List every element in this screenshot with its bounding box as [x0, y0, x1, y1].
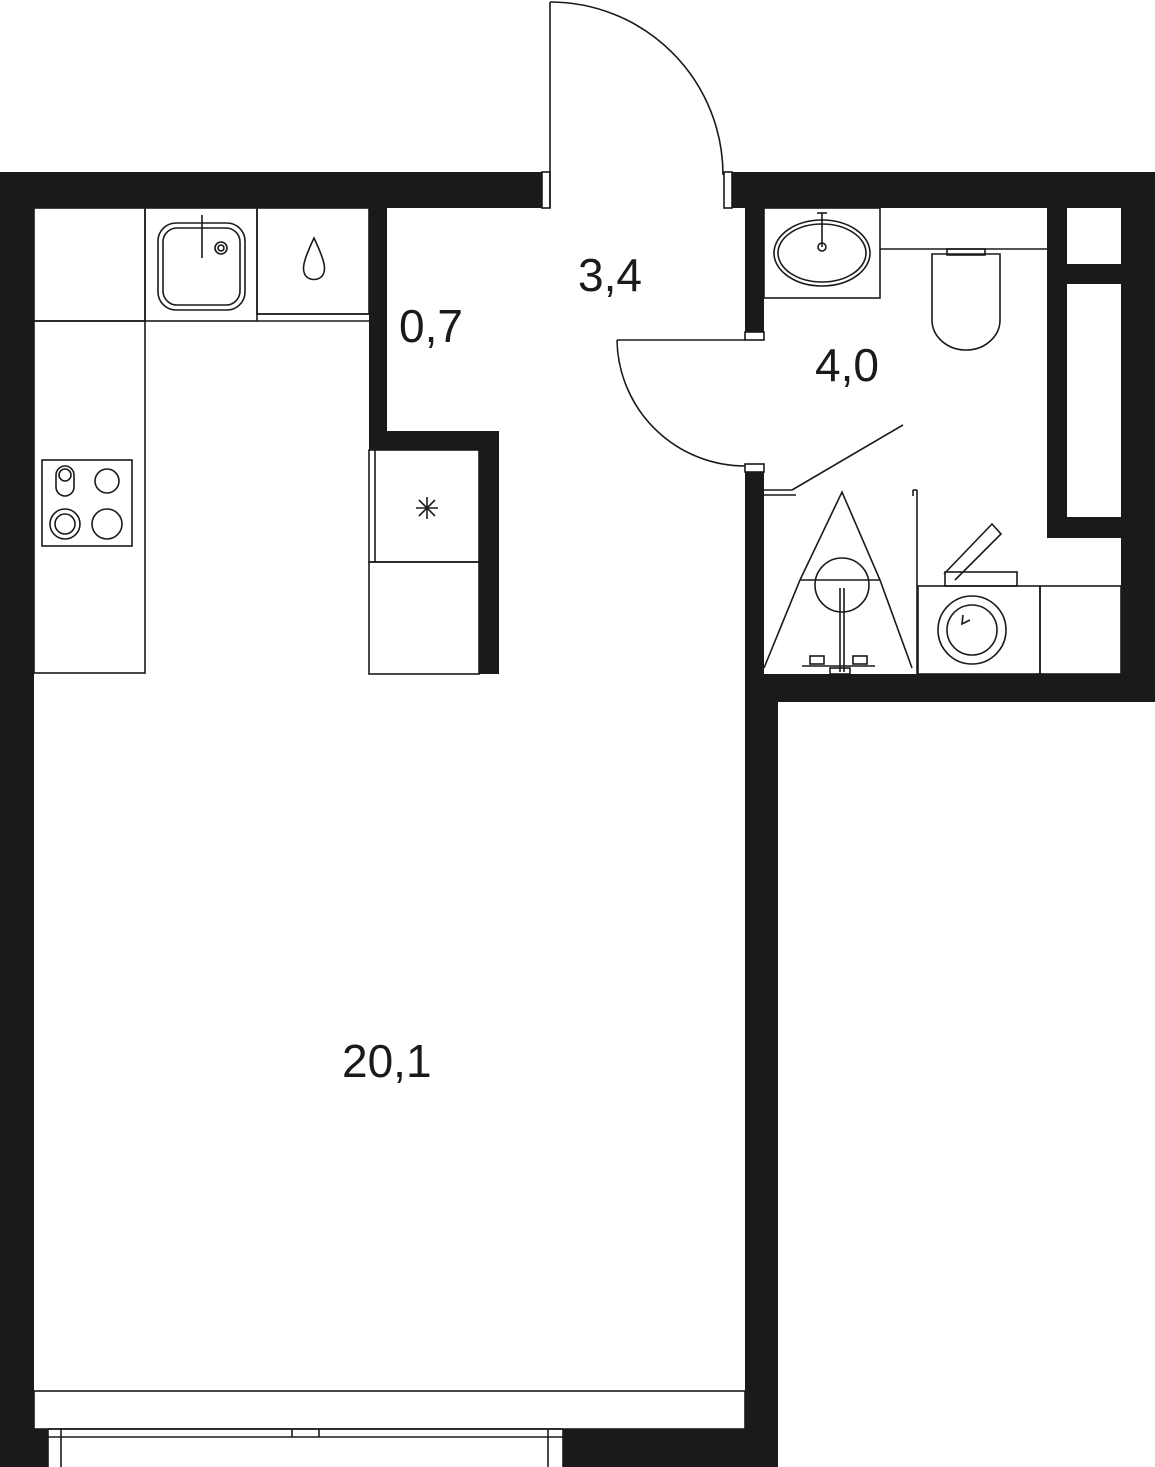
room-area-storage: 0,7 — [399, 300, 463, 352]
kitchen-sink-icon — [157, 215, 246, 311]
wall-bath-left-bottom — [745, 472, 764, 682]
wall-living-right — [745, 674, 778, 1467]
room-area-bathroom: 4,0 — [815, 339, 879, 391]
wall-shaft-divider — [1047, 264, 1155, 284]
wall-right — [1121, 172, 1155, 702]
room-area-hallway: 3,4 — [578, 249, 642, 301]
toilet-icon — [931, 248, 1001, 351]
wall-bath-bottom — [745, 674, 1155, 702]
washing-machine-icon — [917, 522, 1122, 675]
walls — [0, 172, 1155, 1467]
wall-shaft-bottom — [1047, 517, 1155, 538]
wall-left — [0, 172, 34, 1467]
cooktop-icon — [41, 459, 133, 547]
shower-glass — [764, 424, 918, 674]
wall-storage-bottom — [369, 431, 499, 450]
bathroom-sink-icon — [763, 207, 881, 299]
storage-closet — [368, 449, 480, 675]
kitchen-counter — [33, 207, 370, 674]
wall-top-right — [732, 172, 1155, 208]
wall-storage-right — [479, 431, 499, 674]
wall-bottom-right — [563, 1429, 778, 1467]
wall-bath-left-top — [745, 208, 764, 332]
bathroom-door — [616, 339, 746, 467]
window — [33, 1390, 746, 1467]
shower-icon — [763, 490, 913, 675]
wall-bottom-left — [0, 1429, 48, 1467]
water-drop-icon — [302, 236, 326, 281]
ventilation-icon — [416, 497, 438, 519]
wall-top-left — [0, 172, 542, 208]
wall-shaft-left — [1047, 208, 1067, 538]
room-area-living: 20,1 — [342, 1035, 432, 1087]
entrance-door — [549, 1, 724, 208]
wall-storage-left — [369, 208, 387, 440]
